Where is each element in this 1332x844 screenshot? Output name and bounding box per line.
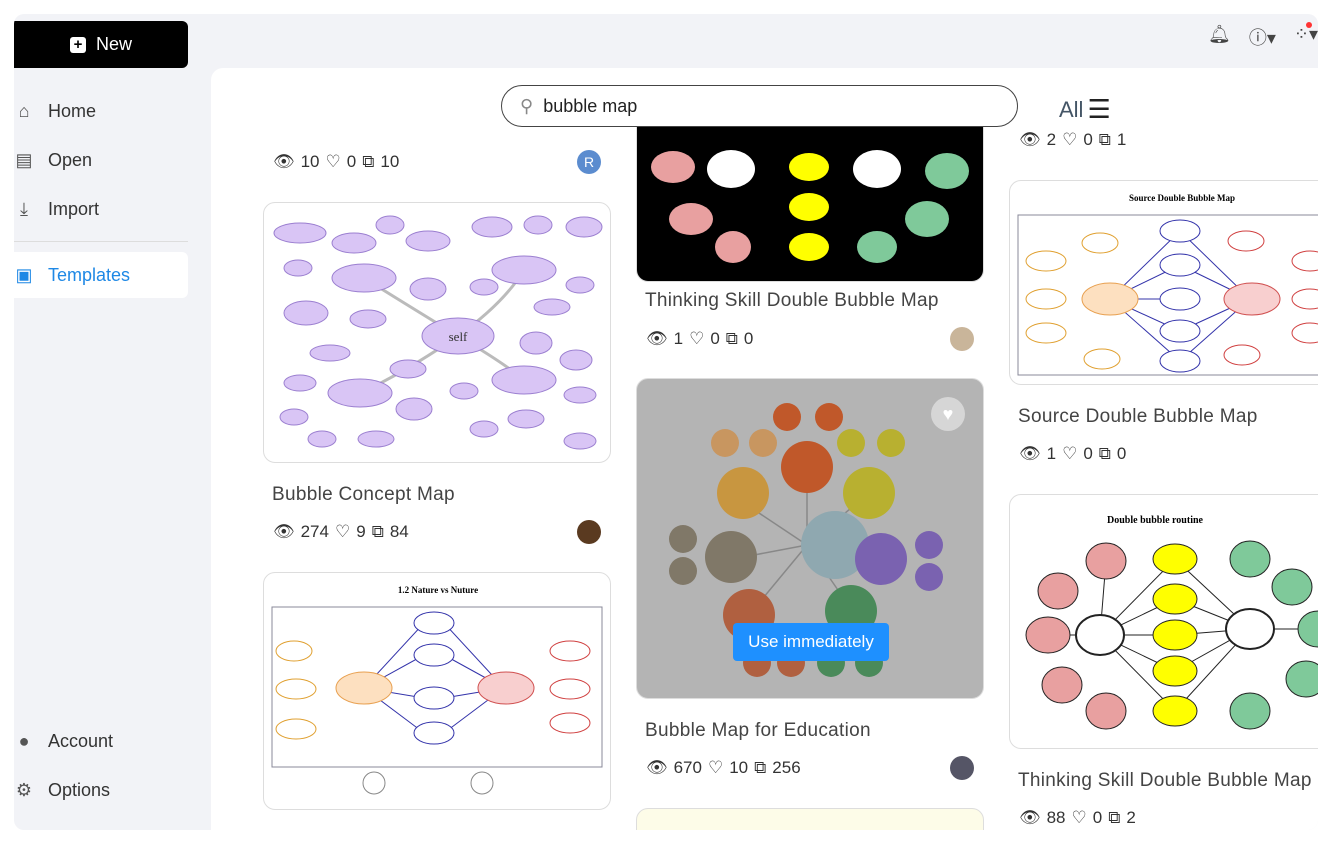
sidebar-item-import[interactable]: ⤓ Import (14, 186, 188, 232)
views: 670 (673, 758, 702, 777)
views: 1 (1046, 444, 1057, 463)
likes: 9 (356, 522, 366, 541)
sidebar-item-open[interactable]: ▤ Open (14, 137, 188, 183)
nav-label: Open (48, 149, 93, 170)
avatar (577, 520, 601, 544)
card-stats: 👁︎88♡0⧉2 (1019, 808, 1136, 827)
views: 10 (300, 152, 320, 171)
thumb-title: Double bubble routine (1107, 515, 1204, 526)
template-thumbnail-hovered[interactable]: ♥ Use immediately (636, 378, 984, 699)
avatar (950, 327, 974, 351)
card-title[interactable]: Source Double Bubble Map (1018, 406, 1258, 427)
source-double-bubble-preview: Source Double Bubble Map (1017, 193, 1318, 376)
likes: 0 (710, 329, 720, 348)
double-bubble-preview (651, 150, 969, 263)
card-title[interactable]: Bubble Map for Education (645, 720, 871, 741)
card-stats: 👁︎1♡0⧉0 (1019, 444, 1127, 463)
likes: 0 (1083, 444, 1093, 463)
copies: 0 (1116, 444, 1127, 463)
likes: 0 (1092, 808, 1103, 827)
card-stats: 👁︎274♡9⧉84 (273, 522, 409, 541)
likes: 0 (346, 152, 357, 171)
sidebar-item-account[interactable]: ● Account (14, 718, 188, 764)
search-value: bubble map (543, 95, 638, 116)
nav-label: Home (48, 100, 97, 121)
search-input[interactable]: ⚲ bubble map (501, 85, 1018, 127)
sidebar-item-options[interactable]: ⚙ Options (14, 767, 188, 813)
use-immediately-button[interactable]: Use immediately (733, 623, 889, 661)
gear-icon: ⚙ (15, 780, 33, 800)
filter-all-button[interactable]: All☰ (1059, 94, 1111, 125)
sidebar-item-home[interactable]: ⌂ Home (14, 88, 188, 134)
import-icon: ⤓ (20, 199, 28, 219)
copies: 0 (743, 329, 754, 348)
menu-icon: ☰ (1087, 94, 1111, 124)
template-thumbnail[interactable]: 1.2 Nature vs Nuture (263, 572, 611, 810)
copies: 2 (1126, 808, 1136, 827)
copies: 256 (772, 758, 801, 777)
favorite-button[interactable]: ♥ (931, 397, 965, 431)
views: 88 (1046, 808, 1066, 827)
nav-label: Account (48, 730, 114, 751)
copies: 10 (380, 152, 400, 171)
thumb-title: Source Double Bubble Map (1129, 193, 1235, 203)
account-icon: ● (18, 731, 30, 751)
nav-label: Options (48, 779, 111, 800)
app-shell: + New ⌂ Home ▤ Open ⤓ Import ▣ Templates ● Acc… (14, 14, 1318, 830)
help-icon[interactable]: ⓘ▾ (1249, 22, 1312, 50)
likes: 10 (729, 758, 749, 777)
bell-icon[interactable]: 🔔︎ (1207, 24, 1231, 44)
card-title[interactable]: Bubble Concept Map (272, 484, 455, 505)
filter-label: All (1059, 96, 1084, 122)
template-thumbnail[interactable]: Source Double Bubble Map (1009, 180, 1318, 385)
education-bubble-preview (669, 403, 943, 677)
nav-label: Import (48, 198, 100, 219)
file-icon: ▤ (15, 150, 33, 170)
template-thumbnail[interactable] (636, 108, 984, 282)
views: 2 (1046, 130, 1057, 149)
thumb-title: 1.2 Nature vs Nuture (398, 585, 478, 595)
thumb-center-label: self (449, 329, 468, 344)
search-icon: ⚲ (520, 95, 534, 116)
top-toolbar: 🔔︎ ⓘ▾ ⁘▾ (1207, 22, 1318, 50)
apps-icon[interactable]: ⁘▾ (1293, 24, 1318, 44)
views: 1 (673, 329, 684, 348)
divider (14, 241, 188, 242)
notification-dot (1305, 22, 1312, 28)
double-bubble-routine-preview: Double bubble routine (1025, 515, 1318, 730)
card-title[interactable]: Thinking Skill Double Bubble Map (645, 290, 939, 311)
template-thumbnail[interactable] (636, 808, 984, 830)
new-label: New (95, 34, 132, 54)
nav-label: Templates (48, 264, 131, 285)
home-icon: ⌂ (18, 101, 30, 121)
card-stats: 👁︎670♡10⧉256 (646, 758, 801, 777)
sidebar-item-templates[interactable]: ▣ Templates (14, 252, 188, 298)
card-stats: 👁︎1♡0⧉0 (646, 329, 754, 348)
likes: 0 (1083, 130, 1093, 149)
copies: 84 (389, 522, 409, 541)
card-stats: 👁︎2♡0⧉1 (1019, 130, 1127, 149)
template-thumbnail[interactable]: self (263, 202, 611, 463)
nature-nurture-preview: 1.2 Nature vs Nuture (271, 585, 603, 795)
template-thumbnail[interactable]: Double bubble routine (1009, 494, 1318, 749)
views: 274 (300, 522, 329, 541)
new-button[interactable]: + New (14, 21, 188, 68)
template-gallery: ⚲ bubble map All☰ 👁︎10♡0⧉10 R self Bubble… (211, 68, 1318, 830)
avatar (950, 756, 974, 780)
plus-icon: + (69, 36, 86, 53)
bubble-concept-map-preview: self (273, 215, 603, 450)
copies: 1 (1116, 130, 1127, 149)
card-stats: 👁︎10♡0⧉10 (273, 152, 400, 171)
card-title[interactable]: Thinking Skill Double Bubble Map (1018, 770, 1312, 791)
templates-icon: ▣ (15, 265, 33, 285)
avatar: R (577, 150, 601, 174)
